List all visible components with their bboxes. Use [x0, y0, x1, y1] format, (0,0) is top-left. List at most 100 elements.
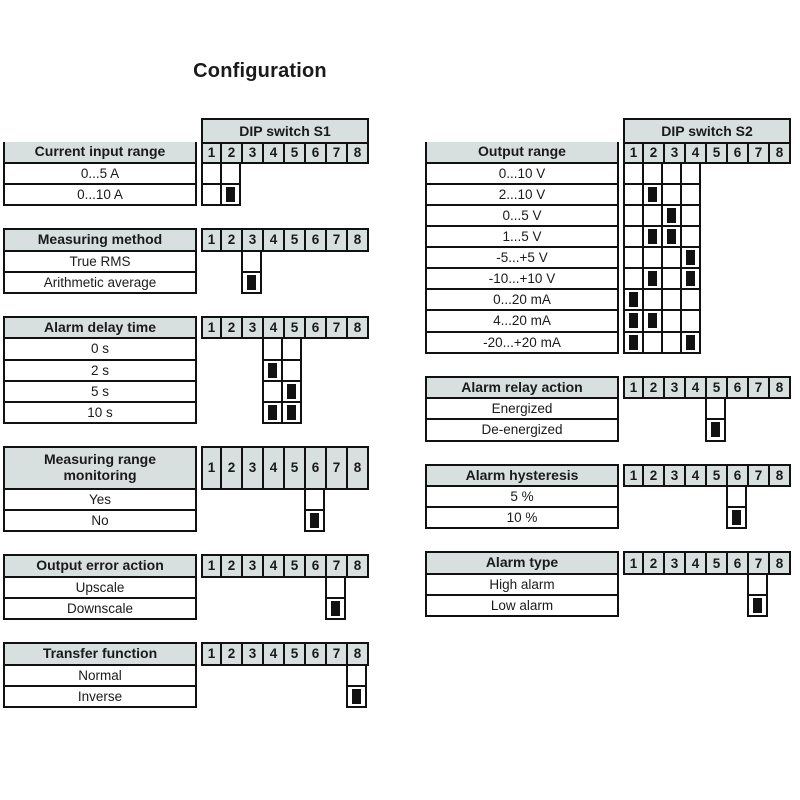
switch-cell-5[interactable]	[281, 402, 302, 424]
switch-cell-5[interactable]	[705, 399, 726, 421]
switch-cell-1[interactable]	[623, 311, 644, 333]
switch-cell-3[interactable]	[661, 332, 682, 354]
switch-cell-3[interactable]	[661, 227, 682, 249]
switch-row	[201, 577, 346, 599]
switch-column-header-1: 1	[623, 142, 644, 164]
switch-cell-3[interactable]	[241, 251, 262, 273]
switch-cell-3[interactable]	[661, 269, 682, 291]
switch-cell-4[interactable]	[680, 227, 701, 249]
switch-spacer	[201, 511, 306, 532]
table-row: Inverse	[3, 686, 369, 708]
switch-on-marker	[352, 688, 361, 704]
switch-row	[201, 163, 241, 185]
switch-cell-1[interactable]	[623, 163, 644, 185]
row-label: 2 s	[3, 360, 197, 382]
row-label: True RMS	[3, 251, 197, 273]
switch-cell-6[interactable]	[304, 489, 325, 511]
switch-row	[201, 381, 302, 403]
table-header-label: Alarm relay action	[425, 375, 619, 400]
switch-cell-2[interactable]	[642, 311, 663, 333]
switch-cell-4[interactable]	[680, 248, 701, 270]
switch-cell-4[interactable]	[680, 332, 701, 354]
switch-cell-4[interactable]	[680, 163, 701, 185]
switch-cell-3[interactable]	[661, 163, 682, 185]
switch-row	[201, 184, 241, 206]
switch-cell-1[interactable]	[623, 269, 644, 291]
switch-column-header-3: 3	[243, 315, 264, 340]
switch-cell-3[interactable]	[661, 248, 682, 270]
switch-column-header-1: 1	[201, 445, 222, 490]
switch-cell-1[interactable]	[623, 205, 644, 227]
switch-cell-3[interactable]	[661, 290, 682, 312]
table-row: Arithmetic average	[3, 272, 369, 294]
switch-cell-6[interactable]	[726, 508, 747, 530]
switch-cell-2[interactable]	[642, 248, 663, 270]
switch-cell-7[interactable]	[747, 596, 768, 618]
switch-cell-1[interactable]	[623, 332, 644, 354]
switch-cell-1[interactable]	[623, 290, 644, 312]
switch-column-header-5: 5	[285, 554, 306, 578]
switch-cell-3[interactable]	[661, 311, 682, 333]
switch-column-header-8: 8	[348, 445, 369, 490]
switch-cell-4[interactable]	[680, 290, 701, 312]
switch-row	[201, 511, 325, 533]
table-row: 0...5 A	[3, 163, 369, 185]
banner-spacer	[425, 118, 619, 142]
switch-cell-3[interactable]	[661, 184, 682, 206]
switch-cell-1[interactable]	[623, 248, 644, 270]
switch-cell-2[interactable]	[642, 269, 663, 291]
switch-cell-2[interactable]	[220, 184, 241, 206]
switch-spacer	[201, 403, 264, 424]
row-label: -10...+10 V	[425, 269, 619, 291]
switch-cell-7[interactable]	[325, 598, 346, 620]
switch-cell-4[interactable]	[262, 402, 283, 424]
switch-cell-1[interactable]	[623, 184, 644, 206]
switch-cell-8[interactable]	[346, 686, 367, 708]
switch-cell-4[interactable]	[680, 311, 701, 333]
switch-column-header-3: 3	[243, 445, 264, 490]
switch-cell-2[interactable]	[642, 332, 663, 354]
switch-column-header-2: 2	[222, 227, 243, 252]
switch-cell-8[interactable]	[346, 665, 367, 687]
table-row: 10 s	[3, 402, 369, 424]
switch-cell-6[interactable]	[304, 511, 325, 533]
table-header-label: Measuring method	[3, 227, 197, 252]
switch-cell-4[interactable]	[680, 184, 701, 206]
switch-cell-2[interactable]	[642, 290, 663, 312]
switch-column-header-7: 7	[749, 551, 770, 576]
switch-cell-3[interactable]	[661, 205, 682, 227]
switch-cell-4[interactable]	[262, 360, 283, 382]
switch-cell-3[interactable]	[241, 272, 262, 294]
switch-cell-6[interactable]	[726, 487, 747, 509]
switch-spacer	[201, 687, 348, 708]
switch-cell-1[interactable]	[201, 184, 222, 206]
switch-cell-2[interactable]	[642, 163, 663, 185]
switch-column-header-2: 2	[222, 554, 243, 578]
switch-cell-7[interactable]	[325, 577, 346, 599]
switch-cell-1[interactable]	[623, 227, 644, 249]
switch-cell-5[interactable]	[705, 420, 726, 442]
switch-cell-2[interactable]	[642, 184, 663, 206]
switch-cell-5[interactable]	[281, 339, 302, 361]
switch-on-marker	[686, 334, 695, 350]
switch-on-marker	[686, 271, 695, 287]
switch-cell-4[interactable]	[262, 381, 283, 403]
switch-cell-5[interactable]	[281, 360, 302, 382]
switch-cell-1[interactable]	[201, 163, 222, 185]
switch-cell-2[interactable]	[642, 205, 663, 227]
dip-banner-row: DIP switch S1	[3, 118, 369, 142]
table-header-label: Current input range	[3, 142, 197, 164]
switch-cell-4[interactable]	[262, 339, 283, 361]
switch-column-header-4: 4	[686, 551, 707, 576]
switch-cell-2[interactable]	[642, 227, 663, 249]
table-row: -10...+10 V	[425, 269, 791, 291]
switch-cell-4[interactable]	[680, 269, 701, 291]
switch-cell-4[interactable]	[680, 205, 701, 227]
switch-cell-5[interactable]	[281, 381, 302, 403]
switch-cell-2[interactable]	[220, 163, 241, 185]
switch-row	[623, 420, 726, 442]
switch-cell-7[interactable]	[747, 575, 768, 597]
row-label: 2...10 V	[425, 184, 619, 206]
